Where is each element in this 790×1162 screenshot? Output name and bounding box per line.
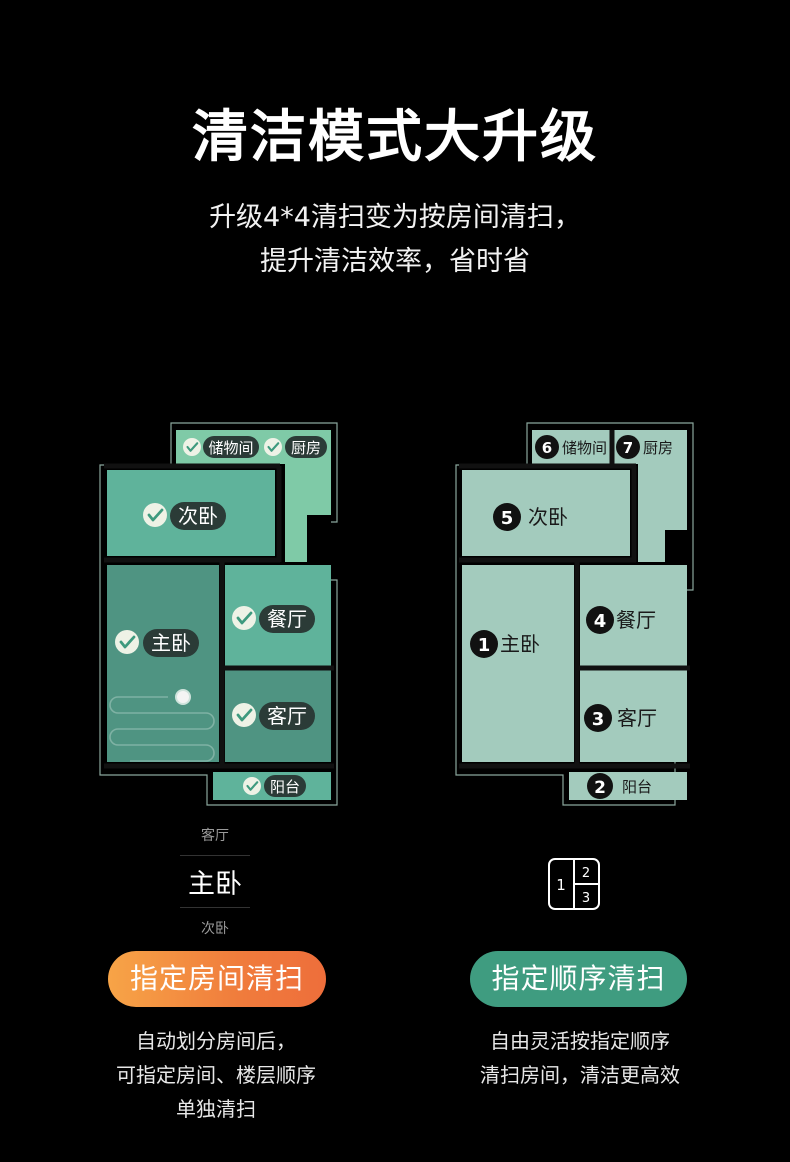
room-label-storage-right: 储物间 [562,439,607,457]
room-sequence-map: 6 储物间 7 厨房 5 次卧 1 主卧 4 餐厅 3 客厅 2 阳台 [455,422,694,806]
room-label-master-bedroom: 主卧 [151,631,191,655]
desc-left-line-3: 单独清扫 [176,1097,256,1121]
room-picker-below[interactable]: 次卧 [201,921,229,937]
room-label-master-bedroom-right: 主卧 [500,632,540,656]
room-selection-map: 储物间 厨房 次卧 主卧 餐厅 客厅 阳台 [99,422,338,806]
desc-left-line-2: 可指定房间、楼层顺序 [116,1063,316,1087]
desc-left-line-1: 自动划分房间后， [136,1029,296,1053]
desc-right-line-1: 自由灵活按指定顺序 [490,1029,670,1053]
room-picker-selected[interactable]: 主卧 [180,855,250,908]
robot-position-icon [175,689,191,705]
page-subtitle: 升级4*4清扫变为按房间清扫， 提升清洁效率，省时省 [0,196,790,284]
sequence-icon-1: 1 [556,876,566,894]
subtitle-line-2: 提升清洁效率，省时省 [260,246,530,277]
room-label-living: 客厅 [267,704,307,728]
room-picker[interactable]: 客厅 主卧 次卧 [180,825,250,938]
sequence-icon-2: 2 [582,866,590,881]
assign-room-description: 自动划分房间后， 可指定房间、楼层顺序 单独清扫 [80,1024,352,1126]
room-label-balcony-right: 阳台 [622,778,652,796]
assign-order-description: 自由灵活按指定顺序 清扫房间，清洁更高效 [440,1024,720,1092]
room-label-second-bedroom: 次卧 [178,504,218,528]
page-title: 清洁模式大升级 [192,105,598,170]
room-label-storage: 储物间 [208,439,253,457]
room-label-dining-right: 餐厅 [616,608,656,632]
room-order-living: 3 [592,709,605,730]
room-picker-above[interactable]: 客厅 [201,828,229,844]
room-order-master-bedroom: 1 [478,635,491,656]
desc-right-line-2: 清扫房间，清洁更高效 [480,1063,680,1087]
room-label-second-bedroom-right: 次卧 [528,505,568,529]
room-order-dining: 4 [594,611,607,632]
room-label-dining: 餐厅 [267,607,307,631]
room-second-bedroom-right[interactable] [462,470,630,556]
room-order-kitchen: 7 [623,439,633,457]
room-master-bedroom-right[interactable] [462,565,574,762]
room-label-balcony: 阳台 [270,778,300,796]
room-order-storage: 6 [542,439,552,457]
cleaning-path [109,696,215,762]
assign-order-clean-button[interactable]: 指定顺序清扫 [470,951,687,1007]
room-label-living-right: 客厅 [617,706,657,730]
room-label-kitchen: 厨房 [291,439,321,457]
sequence-icon-3: 3 [582,891,590,906]
sequence-order-icon: 1 2 3 [548,858,600,910]
room-order-second-bedroom: 5 [501,508,514,529]
subtitle-line-1: 升级4*4清扫变为按房间清扫， [209,202,581,233]
room-order-balcony: 2 [594,778,606,798]
room-master-bedroom-left[interactable] [107,565,219,762]
room-label-kitchen-right: 厨房 [643,439,673,457]
assign-room-clean-button[interactable]: 指定房间清扫 [108,951,326,1007]
